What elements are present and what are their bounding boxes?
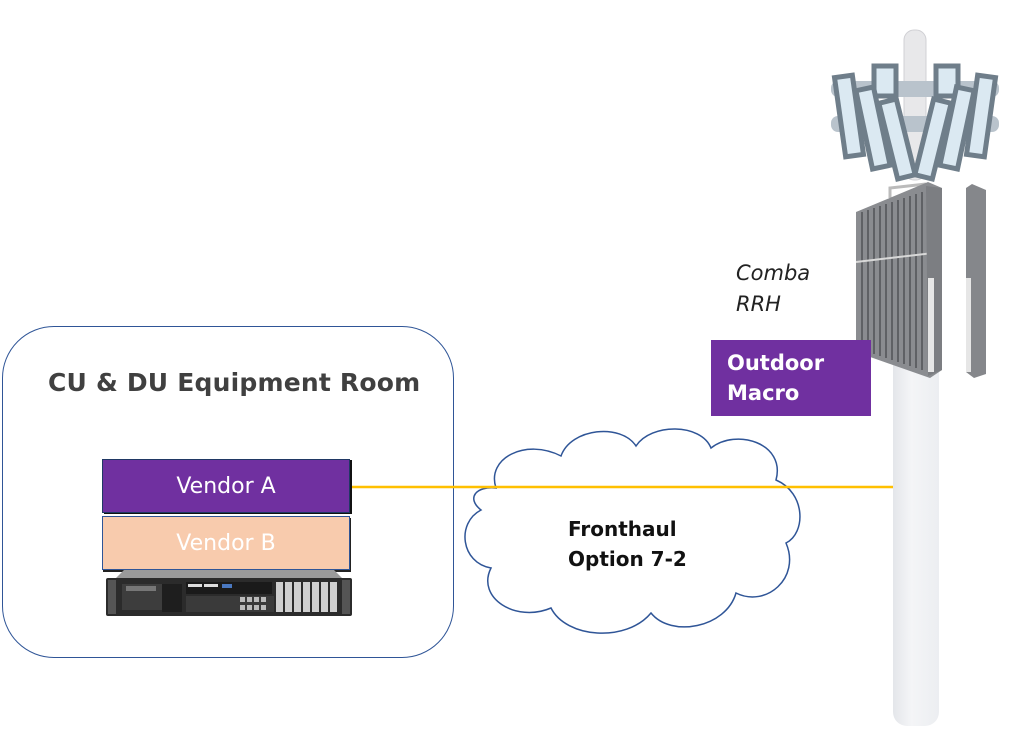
equipment-room-boundary <box>2 326 454 658</box>
equipment-room-title: CU & DU Equipment Room <box>48 368 421 397</box>
server-icon <box>106 570 352 616</box>
rrh-label: Comba RRH <box>736 258 810 320</box>
macro-badge-line1: Outdoor <box>727 351 825 375</box>
vendor-b-label: Vendor B <box>176 530 276 556</box>
rrh-label-line2: RRH <box>736 292 781 316</box>
macro-badge-line2: Macro <box>727 381 800 405</box>
server-ear-right <box>342 580 350 614</box>
rrh-fins <box>861 192 923 370</box>
rrh-unit-icon <box>855 182 986 378</box>
antenna-array-icon <box>831 29 999 183</box>
fronthaul-label-line1: Fronthaul <box>568 517 677 541</box>
vendor-a-block: Vendor A <box>102 459 350 513</box>
fronthaul-label: Fronthaul Option 7-2 <box>568 514 687 574</box>
server-io-panel <box>186 596 274 612</box>
antenna-panels <box>831 63 999 183</box>
rrh-bracket <box>928 278 934 372</box>
server-top <box>116 570 342 578</box>
rrh-label-line1: Comba <box>736 261 811 285</box>
vendor-a-label: Vendor A <box>176 473 276 499</box>
outdoor-macro-badge: Outdoor Macro <box>711 340 871 416</box>
server-grille <box>162 584 182 612</box>
server-port-block <box>256 582 272 594</box>
rrh-bracket <box>966 278 971 372</box>
rrh-handle <box>888 182 927 198</box>
server-led <box>204 584 218 587</box>
server-drive-slots <box>276 582 337 612</box>
vendor-b-block: Vendor B <box>102 516 350 570</box>
server-led <box>188 584 202 587</box>
server-vga-port <box>222 584 232 588</box>
server-ear-left <box>108 580 116 614</box>
fronthaul-label-line2: Option 7-2 <box>568 547 687 571</box>
server-ethernet-ports <box>240 597 266 610</box>
server-drive-bay <box>186 582 256 594</box>
server-status-panel <box>126 586 156 591</box>
tower-pole <box>893 360 939 726</box>
